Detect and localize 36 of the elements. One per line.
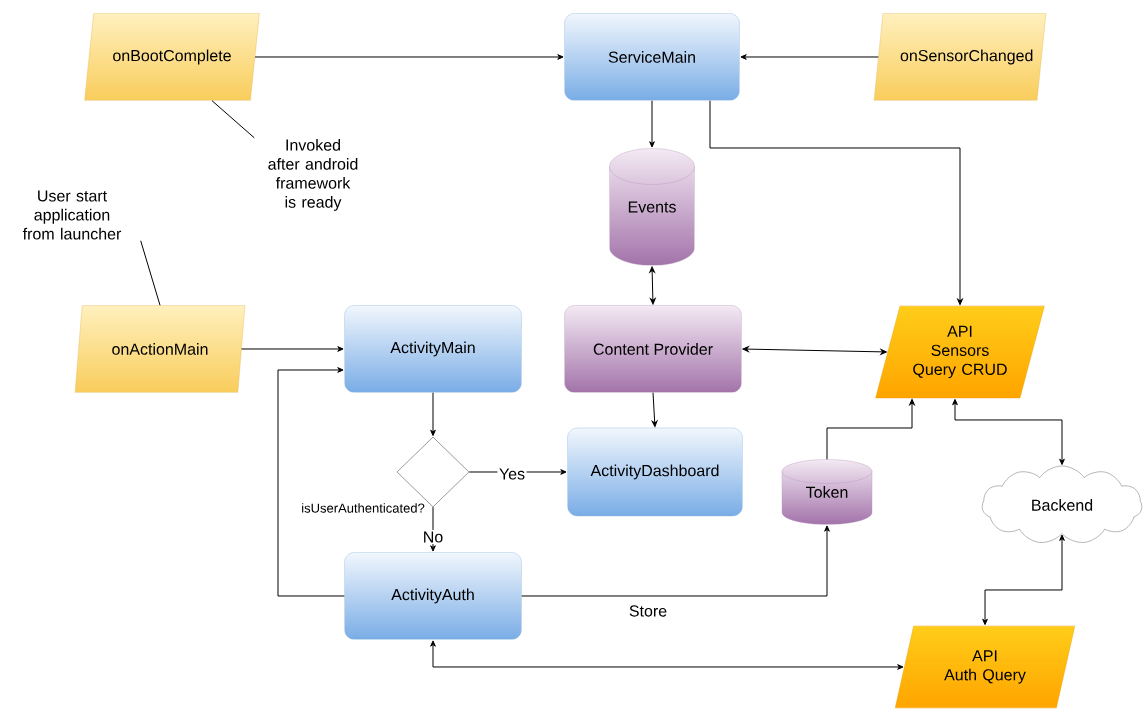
arrow: [709, 100, 963, 306]
event-parallelogram: onBootComplete: [84, 13, 260, 101]
edge-label: Yes: [497, 466, 527, 482]
arrow: [649, 266, 656, 305]
note-text: Invoked after android framework is ready: [268, 139, 358, 211]
arrow: [430, 506, 436, 552]
process-box: ActivityAuth: [344, 552, 522, 640]
arrow: [742, 346, 887, 355]
leader-line: [140, 240, 161, 306]
process-box: ActivityDashboard: [567, 427, 743, 517]
event-parallelogram: onSensorChanged: [873, 13, 1047, 101]
arrow: [651, 392, 658, 428]
arrow: [521, 525, 830, 597]
arrow: [430, 640, 904, 670]
arrow: [740, 54, 879, 60]
database-cylinder: Token: [781, 459, 873, 525]
api-parallelogram: API Sensors Query CRUD: [875, 305, 1045, 399]
node-label: isUserAuthenticated?: [302, 503, 425, 513]
leader-line: [211, 100, 255, 139]
arrow: [277, 367, 345, 597]
process-box: ActivityMain: [344, 305, 522, 393]
edge-label: No: [421, 529, 445, 545]
process-box: ServiceMain: [564, 13, 740, 101]
api-parallelogram: API Auth Query: [894, 625, 1076, 709]
note-text: User start application from launcher: [22, 190, 122, 240]
arrow: [826, 398, 915, 460]
arrow: [254, 54, 564, 60]
database-cylinder: Events: [609, 148, 695, 266]
arrow: [952, 398, 1065, 466]
arrow: [430, 392, 436, 437]
arrow: [982, 534, 1065, 626]
arrow: [649, 100, 655, 148]
process-box: Content Provider: [564, 305, 742, 393]
edge-label: Store: [627, 603, 669, 619]
event-parallelogram: onActionMain: [74, 305, 246, 393]
arrow: [241, 346, 344, 352]
